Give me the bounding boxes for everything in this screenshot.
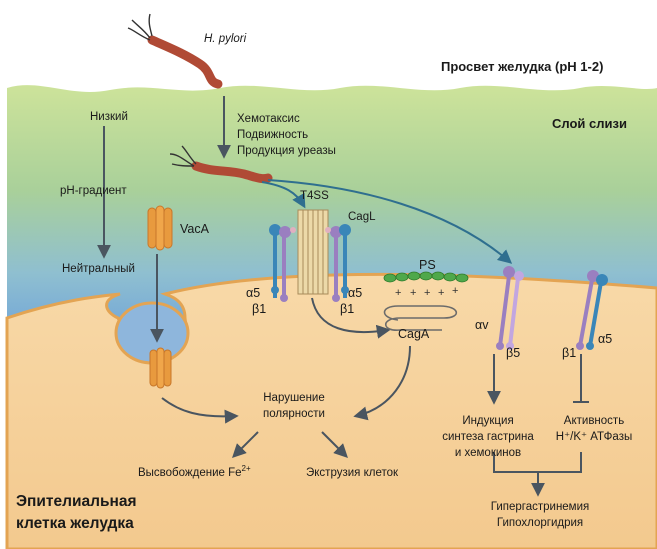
ps-label: PS [419, 258, 436, 272]
motility-label: Подвижность [237, 129, 309, 141]
beta1-right-label: β1 [340, 302, 355, 316]
t4ss-arrow [261, 181, 306, 209]
integrin-left [269, 224, 296, 302]
lumen-label: Просвет желудка (pH 1-2) [441, 59, 604, 74]
cell-label-1: Эпителиальная [16, 493, 137, 510]
h-pylori-bacterium-top [127, 13, 223, 89]
integrin-right [325, 224, 351, 302]
fe-arrow [232, 431, 259, 458]
caga-label: CagA [398, 327, 430, 341]
gastrin-label-3: и хемокинов [454, 447, 522, 459]
h-pylori-bacterium-bottom [169, 145, 273, 184]
caga-protein [383, 305, 458, 331]
cell-label-2: клетка желудка [16, 515, 134, 532]
alpha5-far-label: α5 [598, 332, 613, 346]
gradient-label: pH-градиент [60, 185, 127, 197]
ps-charges: + + + + + [395, 285, 458, 299]
alpha5-right-label: α5 [348, 286, 363, 300]
disruption-label-2: полярности [263, 408, 325, 420]
mucus-layer [7, 85, 657, 320]
extrusion-arrow [321, 431, 348, 458]
disruption-label-1: Нарушение [263, 392, 325, 404]
alphav-label: αv [475, 318, 489, 332]
integrin-b1-a5 [576, 270, 608, 350]
t4ss-channel [297, 209, 329, 295]
vaca-bottom [149, 347, 172, 389]
svg-text:+: + [438, 287, 444, 299]
chemotaxis-label: Хемотаксис [237, 113, 300, 125]
gradient-neutral-label: Нейтральный [62, 263, 135, 275]
gastrin-label-1: Индукция [462, 415, 514, 427]
outcome-label-1: Гипергастринемия [490, 501, 590, 513]
beta1-left-label: β1 [252, 302, 267, 316]
integrin-av-b5 [496, 266, 524, 350]
beta5-label: β5 [506, 346, 521, 360]
alpha5-left-label: α5 [246, 286, 261, 300]
ps-cluster [383, 271, 469, 283]
svg-text:+: + [424, 287, 430, 299]
vaca-disruption-arrow [161, 397, 239, 424]
gradient-low-label: Низкий [90, 111, 128, 123]
caga-arrow [311, 297, 391, 339]
svg-text:+: + [395, 287, 401, 299]
bacterium-label: H. pylori [204, 33, 247, 45]
t4ss-label: T4SS [300, 190, 329, 202]
atpase-label-2: H⁺/K⁺ АТФазы [555, 431, 633, 443]
outcome-label-2: Гипохлоргидрия [496, 517, 584, 529]
cagl-label: CagL [348, 211, 376, 223]
caga-disruption-arrow [353, 345, 411, 421]
integrin-arrow [267, 179, 513, 264]
urease-label: Продукция уреазы [237, 145, 336, 157]
gastrin-label-2: синтеза гастрина [442, 431, 534, 443]
vaca-label: VacA [180, 222, 209, 236]
mucus-label: Слой слизи [552, 116, 627, 131]
extrusion-label: Экструзия клеток [306, 467, 399, 479]
atpase-label-1: Активность [563, 415, 625, 427]
beta1-far-label: β1 [562, 346, 577, 360]
vaca-top [147, 205, 173, 251]
fe-release-label: Высвобождение Fe2+ [138, 464, 251, 479]
svg-text:+: + [410, 287, 416, 299]
svg-text:+: + [452, 285, 458, 297]
